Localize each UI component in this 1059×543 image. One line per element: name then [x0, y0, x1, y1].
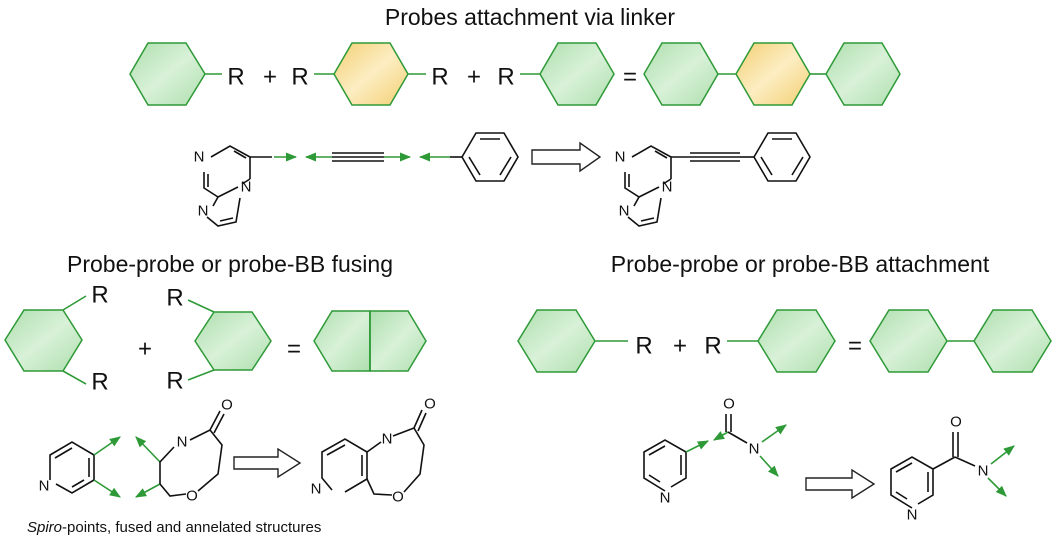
oxygen-atom: O	[723, 396, 735, 413]
reaction-arrow	[805, 468, 876, 500]
nitrogen-atom: N	[194, 149, 205, 166]
nicotinamide-product	[890, 432, 976, 509]
nitrogen-atom: N	[198, 203, 209, 220]
r-label: R	[166, 285, 183, 312]
oxygen-atom: O	[186, 488, 198, 505]
green-ring-right	[727, 309, 836, 373]
green-arrow	[93, 436, 121, 498]
green-ring-disubstituted	[187, 299, 272, 381]
r-label: R	[291, 64, 308, 91]
nitrogen-atom: N	[978, 463, 989, 480]
nitrogen-atom: N	[39, 478, 50, 495]
nitrogen-atom: N	[619, 203, 630, 220]
green-arrow	[759, 424, 787, 477]
reaction-arrow	[233, 447, 302, 479]
nitrogen-atom: N	[241, 179, 252, 196]
caption: Spiro-points, fused and annelated struct…	[27, 519, 321, 536]
reaction-arrow	[531, 141, 602, 173]
green-arrow	[987, 445, 1015, 497]
plus-sign: +	[138, 336, 152, 363]
green-ring-left	[517, 309, 628, 373]
nitrogen-atom: N	[749, 441, 760, 458]
r-label: R	[704, 333, 721, 360]
oxygen-atom: O	[424, 396, 436, 413]
r-label: R	[431, 64, 448, 91]
r-label: R	[497, 64, 514, 91]
equals-sign: =	[848, 333, 862, 360]
yellow-ring-linker	[314, 42, 426, 106]
oxygen-atom: O	[950, 414, 962, 431]
imidazopyrimidine-reactant	[203, 145, 272, 227]
benzene-ring	[450, 132, 519, 182]
r-label: R	[227, 64, 244, 91]
fusing-section-title: Probe-probe or probe-BB fusing	[67, 251, 393, 277]
oxygen-atom: O	[392, 489, 404, 506]
nitrogen-atom: N	[660, 490, 671, 507]
nitrogen-atom: N	[382, 431, 393, 448]
nitrogen-atom: N	[615, 149, 626, 166]
linked-product-three-rings	[643, 42, 901, 106]
alkyne-linker	[332, 152, 384, 162]
pyridine-reactant	[49, 441, 95, 494]
green-arrow	[685, 431, 729, 453]
r-label: R	[91, 282, 108, 309]
r-label: R	[91, 369, 108, 396]
caption-rest: -points, fused and annelated structures	[62, 519, 321, 536]
equals-sign: =	[623, 64, 637, 91]
green-ring-right	[520, 42, 615, 106]
fused-bicyclic-product	[313, 310, 427, 372]
imidazopyrimidine-alkyne-product	[624, 132, 811, 227]
r-label: R	[166, 368, 183, 395]
fused-pyridooxazepinone-product	[321, 409, 427, 496]
plus-sign: +	[467, 64, 481, 91]
nitrogen-atom: N	[907, 507, 918, 524]
plus-sign: +	[263, 64, 277, 91]
nitrogen-atom: N	[177, 434, 188, 451]
oxazepanone-reactant	[159, 410, 225, 497]
green-ring-disubstituted	[4, 295, 87, 385]
attachment-section-title: Probe-probe or probe-BB attachment	[611, 251, 990, 277]
nitrogen-atom: N	[662, 179, 673, 196]
nitrogen-atom: N	[311, 481, 322, 498]
green-arrow	[135, 436, 161, 498]
pyridine-reactant	[643, 439, 687, 492]
green-ring-left	[129, 42, 222, 106]
r-label: R	[635, 333, 652, 360]
plus-sign: +	[673, 333, 687, 360]
attached-biaryl-product	[869, 309, 1052, 373]
oxygen-atom: O	[221, 397, 233, 414]
caption-italic: Spiro	[27, 519, 62, 536]
linker-section-title: Probes attachment via linker	[385, 4, 676, 30]
amide-fragment	[725, 414, 748, 444]
equals-sign: =	[287, 336, 301, 363]
